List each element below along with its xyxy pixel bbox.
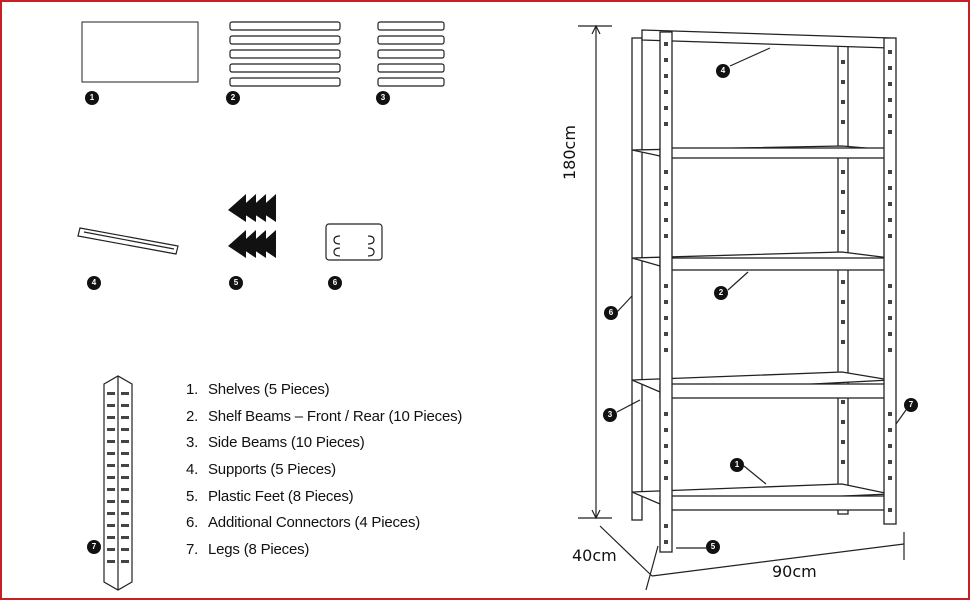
parts-list-item: 5. Plastic Feet (8 Pieces)	[186, 484, 462, 511]
dimension-height-label: 180cm	[560, 125, 579, 180]
parts-list-number: 1.	[186, 381, 199, 398]
part-badge-4: 4	[87, 276, 101, 290]
part-badge-6: 6	[328, 276, 342, 290]
parts-list-item: 7. Legs (8 Pieces)	[186, 537, 462, 564]
parts-list-item: 2. Shelf Beams – Front / Rear (10 Pieces)	[186, 404, 462, 431]
unit-badge-5: 5	[706, 540, 720, 554]
dimension-depth-label: 40cm	[572, 546, 617, 565]
unit-badge-7: 7	[904, 398, 918, 412]
unit-badge-3: 3	[603, 408, 617, 422]
part-badge-1: 1	[85, 91, 99, 105]
parts-list-label: Plastic Feet (8 Pieces)	[208, 487, 354, 505]
unit-badge-6: 6	[604, 306, 618, 320]
parts-list-label: Additional Connectors (4 Pieces)	[208, 514, 421, 532]
parts-list-label: Side Beams (10 Pieces)	[208, 434, 365, 452]
parts-list-item: 1. Shelves (5 Pieces)	[186, 377, 462, 404]
part-side-beams	[377, 21, 445, 87]
part-badge-5: 5	[229, 276, 243, 290]
assembled-shelving-unit	[631, 29, 897, 553]
part-badge-3: 3	[376, 91, 390, 105]
dimension-width-label: 90cm	[772, 562, 817, 581]
unit-badge-1: 1	[730, 458, 744, 472]
part-badge-7: 7	[87, 540, 101, 554]
parts-list-number: 5.	[186, 487, 199, 505]
parts-list-number: 7.	[186, 541, 199, 559]
part-badge-2: 2	[226, 91, 240, 105]
part-plastic-feet	[228, 194, 276, 258]
part-shelf-panel	[81, 21, 199, 83]
callout-arrows	[616, 47, 907, 549]
parts-list-label: Supports (5 Pieces)	[208, 461, 336, 479]
part-support	[77, 227, 179, 255]
unit-badge-2: 2	[714, 286, 728, 300]
parts-list-item: 3. Side Beams (10 Pieces)	[186, 430, 462, 457]
parts-list-label: Shelves (5 Pieces)	[208, 381, 330, 398]
part-connectors	[325, 223, 383, 261]
parts-list-number: 4.	[186, 461, 199, 479]
parts-list-number: 3.	[186, 434, 199, 452]
parts-list-label: Legs (8 Pieces)	[208, 541, 310, 559]
parts-list: 1. Shelves (5 Pieces) 2. Shelf Beams – Fro…	[186, 377, 462, 564]
part-leg	[103, 375, 133, 591]
parts-list-item: 4. Supports (5 Pieces)	[186, 457, 462, 484]
parts-list-number: 2.	[186, 407, 199, 425]
part-shelf-beams	[229, 21, 341, 87]
dimension-lines	[578, 24, 905, 591]
unit-badge-4: 4	[716, 64, 730, 78]
parts-list-item: 6. Additional Connectors (4 Pieces)	[186, 510, 462, 537]
parts-list-label: Shelf Beams – Front / Rear (10 Pieces)	[208, 407, 463, 425]
parts-list-number: 6.	[186, 514, 199, 532]
